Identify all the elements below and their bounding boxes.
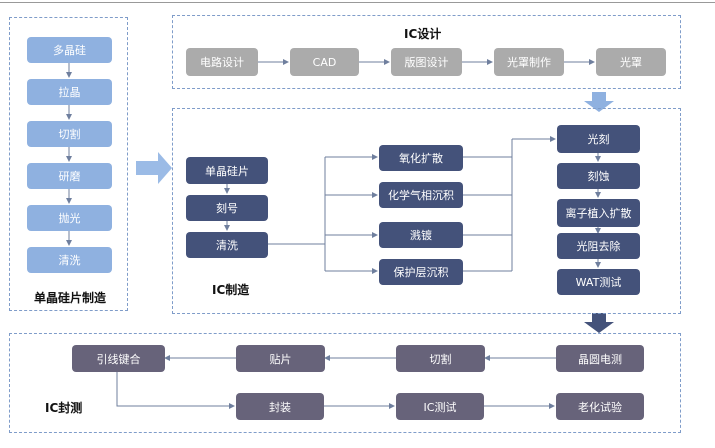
fab-step-photoresist-removal: 光阻去除 bbox=[557, 233, 640, 259]
wafer-manufacturing-title: 单晶硅片制造 bbox=[34, 291, 107, 305]
ic-design-title: IC设计 bbox=[404, 27, 442, 41]
fab-step-etching: 刻蚀 bbox=[557, 163, 640, 189]
ic-manufacturing-frame bbox=[172, 108, 681, 314]
wafer-manufacturing-frame bbox=[9, 17, 128, 311]
fab-step-single-crystal-wafer: 单晶硅片 bbox=[186, 157, 268, 184]
design-step-mask-making: 光罩制作 bbox=[494, 48, 564, 76]
fab-step-passivation-deposition: 保护层沉积 bbox=[379, 259, 463, 285]
wafer-step-slicing: 切割 bbox=[27, 121, 112, 147]
ic-manufacturing-title: IC制造 bbox=[212, 283, 250, 297]
design-step-circuit-design: 电路设计 bbox=[186, 48, 258, 76]
wafer-step-polishing: 抛光 bbox=[27, 205, 112, 231]
design-step-cad: CAD bbox=[290, 48, 359, 76]
fab-step-cleaning: 清洗 bbox=[186, 232, 268, 258]
fab-step-marking: 刻号 bbox=[186, 195, 268, 221]
wafer-step-cleaning: 清洗 bbox=[27, 247, 112, 273]
fab-step-cvd: 化学气相沉积 bbox=[379, 182, 463, 208]
pack-step-burn-in: 老化试验 bbox=[556, 393, 644, 420]
wafer-step-crystal-pulling: 拉晶 bbox=[27, 79, 112, 105]
fab-step-ion-implantation: 离子植入扩散 bbox=[557, 199, 640, 227]
flow-arrow-down-2 bbox=[584, 313, 614, 333]
flow-arrow-right bbox=[136, 152, 172, 184]
pack-step-wafer-probe: 晶圆电测 bbox=[556, 345, 644, 372]
fab-step-sputtering: 溅镀 bbox=[379, 222, 463, 248]
fab-step-oxidation-diffusion: 氧化扩散 bbox=[379, 145, 463, 171]
pack-step-encapsulation: 封装 bbox=[236, 393, 324, 420]
ic-packaging-title: IC封测 bbox=[45, 401, 83, 415]
window-top-border bbox=[0, 2, 715, 3]
fab-step-wat-test: WAT测试 bbox=[557, 269, 640, 295]
ic-packaging-frame bbox=[9, 333, 681, 433]
wafer-step-polysilicon: 多晶硅 bbox=[27, 37, 112, 63]
wafer-step-grinding: 研磨 bbox=[27, 163, 112, 189]
design-step-photomask: 光罩 bbox=[596, 48, 666, 76]
pack-step-ic-test: IC测试 bbox=[396, 393, 484, 420]
ic-design-frame bbox=[172, 15, 681, 89]
pack-step-die-attach: 贴片 bbox=[236, 345, 325, 372]
pack-step-dicing: 切割 bbox=[396, 345, 485, 372]
pack-step-wire-bonding: 引线键合 bbox=[72, 345, 165, 372]
fab-step-lithography: 光刻 bbox=[557, 125, 640, 153]
pack-arrow-4 bbox=[116, 372, 235, 409]
design-step-layout-design: 版图设计 bbox=[391, 48, 462, 76]
flow-arrow-down-1 bbox=[584, 92, 614, 112]
